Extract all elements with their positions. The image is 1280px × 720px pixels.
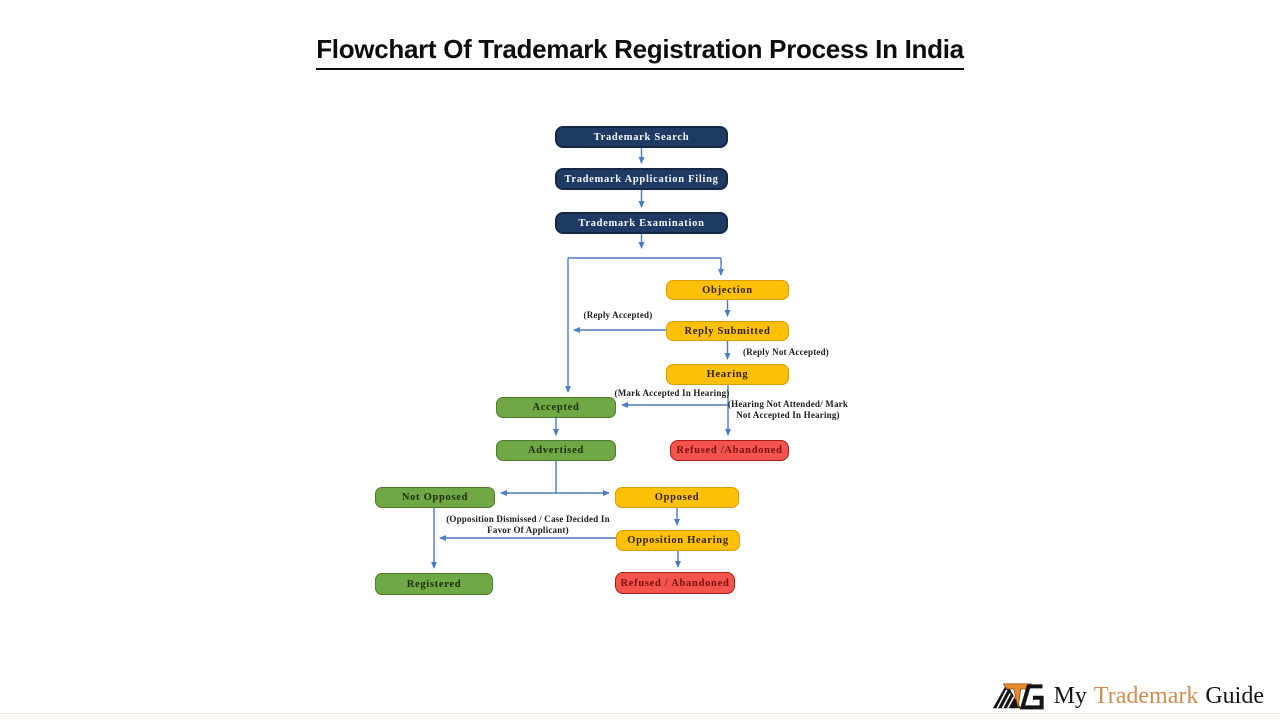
mtg-monogram-icon (992, 683, 1044, 710)
node-reply-submitted: Reply Submitted (666, 321, 789, 341)
node-refused-abandoned-hearing: Refused /Abandoned (670, 440, 789, 461)
node-advertised: Advertised (496, 440, 616, 461)
node-opposition-hearing: Opposition Hearing (616, 530, 740, 551)
node-trademark-examination: Trademark Examination (555, 212, 728, 234)
edge-label-opposition-dismissed: (Opposition Dismissed / Case Decided In … (446, 514, 610, 535)
node-accepted: Accepted (496, 397, 616, 418)
bottom-strip (0, 714, 1280, 720)
page-title: Flowchart Of Trademark Registration Proc… (316, 34, 964, 70)
node-not-opposed: Not Opposed (375, 487, 495, 508)
node-opposed: Opposed (615, 487, 739, 508)
logo-word-trademark: Trademark (1093, 682, 1199, 709)
edge-label-mark-accepted-in-hearing: (Mark Accepted In Hearing) (614, 388, 730, 398)
title-bar: Flowchart Of Trademark Registration Proc… (0, 34, 1280, 70)
node-trademark-application-filing: Trademark Application Filing (555, 168, 728, 190)
edge-label-reply-not-accepted: (Reply Not Accepted) (743, 347, 829, 357)
logo: My Trademark Guide (992, 680, 1264, 712)
logo-text: My Trademark Guide (1054, 683, 1264, 710)
node-refused-abandoned-opposition: Refused / Abandoned (615, 572, 735, 594)
edge-label-reply-accepted: (Reply Accepted) (583, 310, 653, 320)
bottom-divider (0, 713, 1280, 714)
edge-label-hearing-not-attended: (Hearing Not Attended/ Mark Not Accepted… (727, 399, 849, 420)
logo-word-my: My (1053, 682, 1087, 709)
node-trademark-search: Trademark Search (555, 126, 728, 148)
logo-word-guide: Guide (1205, 682, 1264, 709)
node-registered: Registered (375, 573, 493, 595)
node-hearing: Hearing (666, 364, 789, 385)
node-objection: Objection (666, 280, 789, 300)
